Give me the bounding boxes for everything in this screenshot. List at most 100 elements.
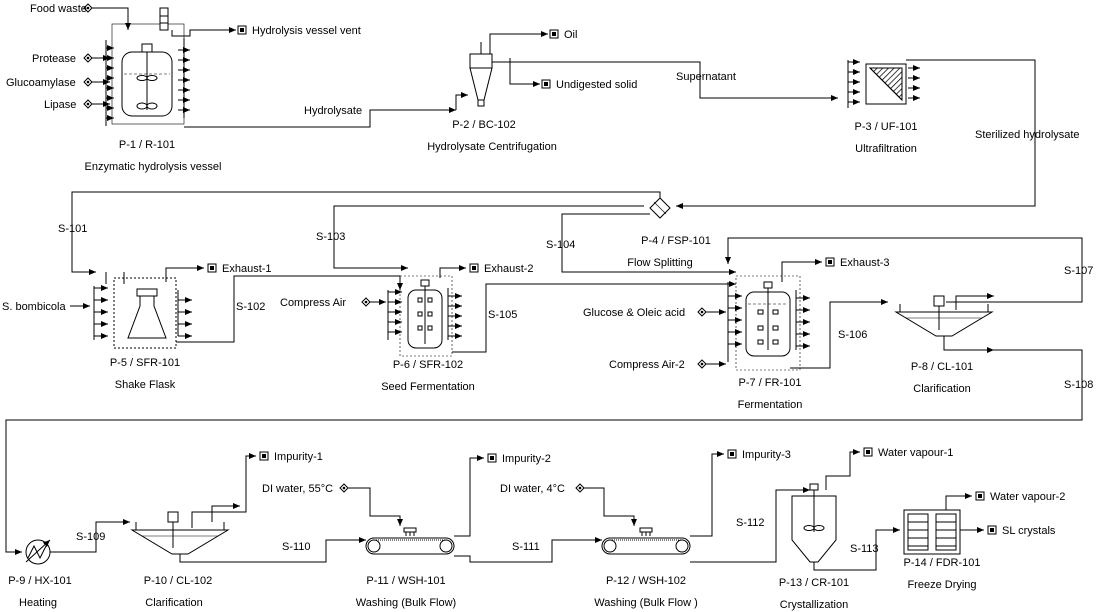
supernatant-stream[interactable] <box>492 61 838 101</box>
p8-name: Clarification <box>913 383 970 395</box>
impurity-2-stream[interactable] <box>454 453 497 537</box>
p4-splitter[interactable] <box>649 197 671 219</box>
supernatant-label: Supernatant <box>676 71 736 83</box>
impurity-1-stream[interactable] <box>191 451 269 528</box>
p7-name: Fermentation <box>738 399 803 411</box>
p4-id: P-4 / FSP-101 <box>641 235 711 247</box>
p12-name: Washing (Bulk Flow ) <box>594 597 698 609</box>
impurity-2-label: Impurity-2 <box>502 453 551 465</box>
exhaust-3-stream[interactable] <box>781 257 835 282</box>
undigested-solid-label: Undigested solid <box>556 79 637 91</box>
s107-stream[interactable] <box>725 237 1083 303</box>
p10-name: Clarification <box>145 597 202 609</box>
p10-clarifier[interactable] <box>130 511 230 555</box>
water-vapour-1-stream[interactable] <box>825 447 873 490</box>
p2-name: Hydrolysate Centrifugation <box>427 141 557 153</box>
p6-id: P-6 / SFR-102 <box>393 359 463 371</box>
p6-side-ports <box>387 288 462 340</box>
compress-air-2-label: Compress Air-2 <box>609 359 685 371</box>
exhaust-1-stream[interactable] <box>165 263 217 282</box>
p8-overflow <box>955 293 994 310</box>
exhaust-2-stream[interactable] <box>439 263 479 278</box>
food-waste-stream[interactable] <box>83 3 131 30</box>
p9-name: Heating <box>19 597 57 609</box>
compress-air-label: Compress Air <box>280 297 346 309</box>
p6-name: Seed Fermentation <box>381 381 475 393</box>
glucose-oleic-stream[interactable] <box>697 307 726 317</box>
impurity-3-stream[interactable] <box>690 449 737 537</box>
p13-name: Crystallization <box>780 599 848 611</box>
s102-stream[interactable] <box>176 275 403 343</box>
s108-label: S-108 <box>1064 379 1093 391</box>
s105-stream[interactable] <box>452 281 736 353</box>
glucoamylase-label: Glucoamylase <box>6 77 76 89</box>
p12-id: P-12 / WSH-102 <box>606 575 686 587</box>
s103-label: S-103 <box>316 231 345 243</box>
p7-fermenter[interactable] <box>735 275 801 371</box>
s112-stream[interactable] <box>690 487 810 563</box>
exhaust-3-label: Exhaust-3 <box>840 257 890 269</box>
p12-washer[interactable] <box>601 527 691 555</box>
p9-id: P-9 / HX-101 <box>8 575 72 587</box>
water-vapour-2-label: Water vapour-2 <box>990 491 1065 503</box>
s109-label: S-109 <box>76 531 105 543</box>
s101-label: S-101 <box>58 223 87 235</box>
s103-stream[interactable] <box>333 205 644 271</box>
s104-stream[interactable] <box>561 213 736 275</box>
s-bombicola-label: S. bombicola <box>2 301 66 313</box>
protease-stream[interactable] <box>83 53 110 63</box>
s109-stream[interactable] <box>50 519 130 553</box>
s110-stream[interactable] <box>179 537 366 563</box>
s101-stream[interactable] <box>71 191 661 275</box>
s102-label: S-102 <box>236 301 265 313</box>
p5-shake-flask[interactable] <box>113 277 177 349</box>
water-vapour-2-stream[interactable] <box>945 491 985 510</box>
p11-name: Washing (Bulk Flow) <box>356 597 456 609</box>
lipase-label: Lipase <box>44 99 76 111</box>
sl-crystals-stream[interactable] <box>960 525 997 535</box>
p9-heat-exchanger[interactable] <box>25 539 51 565</box>
s110-label: S-110 <box>282 541 311 553</box>
undigested-solid-stream[interactable] <box>509 58 551 89</box>
oil-stream[interactable] <box>489 29 559 54</box>
s111-stream[interactable] <box>454 537 602 563</box>
compress-air-2-stream[interactable] <box>697 359 726 369</box>
sterilized-hydrolysate-stream[interactable] <box>676 59 1036 209</box>
p2-centrifuge[interactable] <box>469 42 493 107</box>
p11-washer[interactable] <box>365 527 455 555</box>
di-water-55-stream[interactable] <box>339 483 403 526</box>
p8-clarifier[interactable] <box>894 295 994 337</box>
s105-label: S-105 <box>488 309 517 321</box>
hydrolysate-stream[interactable] <box>184 92 468 128</box>
p5-id: P-5 / SFR-101 <box>110 357 180 369</box>
hydrolysis-vent-stream[interactable] <box>171 25 247 37</box>
p2-id: P-2 / BC-102 <box>452 119 516 131</box>
compress-air-stream[interactable] <box>361 297 386 307</box>
impurity-3-label: Impurity-3 <box>742 449 791 461</box>
s113-stream[interactable] <box>813 527 900 571</box>
di-water-4-stream[interactable] <box>575 483 637 526</box>
sl-crystals-label: SL crystals <box>1002 525 1056 537</box>
p14-freeze-dryer[interactable] <box>903 509 961 555</box>
sterilized-hydrolysate-label: Sterilized hydrolysate <box>975 129 1080 141</box>
p3-side-ports <box>847 59 920 108</box>
di-water-55-label: DI water, 55°C <box>262 483 333 495</box>
s106-stream[interactable] <box>790 299 888 369</box>
p3-ultrafilter[interactable] <box>865 63 907 105</box>
p5-name: Shake Flask <box>115 379 176 391</box>
p8-id: P-8 / CL-101 <box>911 361 973 373</box>
s107-label: S-107 <box>1064 265 1093 277</box>
hydrolysis-vent-label: Hydrolysis vessel vent <box>252 25 361 37</box>
s108-stream[interactable] <box>5 336 1083 555</box>
p10-id: P-10 / CL-102 <box>144 575 212 587</box>
s106-label: S-106 <box>838 329 867 341</box>
p6-seed-fermenter[interactable] <box>399 275 453 357</box>
p14-id: P-14 / FDR-101 <box>903 557 980 569</box>
p13-crystallizer[interactable] <box>791 483 837 563</box>
lipase-stream[interactable] <box>83 99 110 109</box>
glucoamylase-stream[interactable] <box>83 77 110 87</box>
hydrolysate-label: Hydrolysate <box>304 105 362 117</box>
p11-id: P-11 / WSH-101 <box>366 575 445 587</box>
p1-reactor[interactable] <box>111 7 185 125</box>
